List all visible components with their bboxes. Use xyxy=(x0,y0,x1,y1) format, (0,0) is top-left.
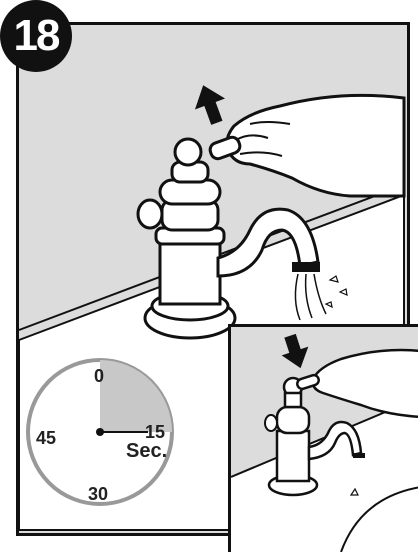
inset-illustration xyxy=(231,327,418,552)
arrow-up-icon xyxy=(188,80,232,129)
timer-label-30: 30 xyxy=(88,484,108,505)
timer-unit: Sec. xyxy=(126,440,167,463)
hand-icon xyxy=(208,95,404,196)
inset-detail-panel xyxy=(228,324,418,552)
timer-label-45: 45 xyxy=(36,428,56,449)
step-number: 18 xyxy=(14,11,59,61)
timer-label-0: 0 xyxy=(94,366,104,387)
step-number-badge: 18 xyxy=(0,0,72,72)
